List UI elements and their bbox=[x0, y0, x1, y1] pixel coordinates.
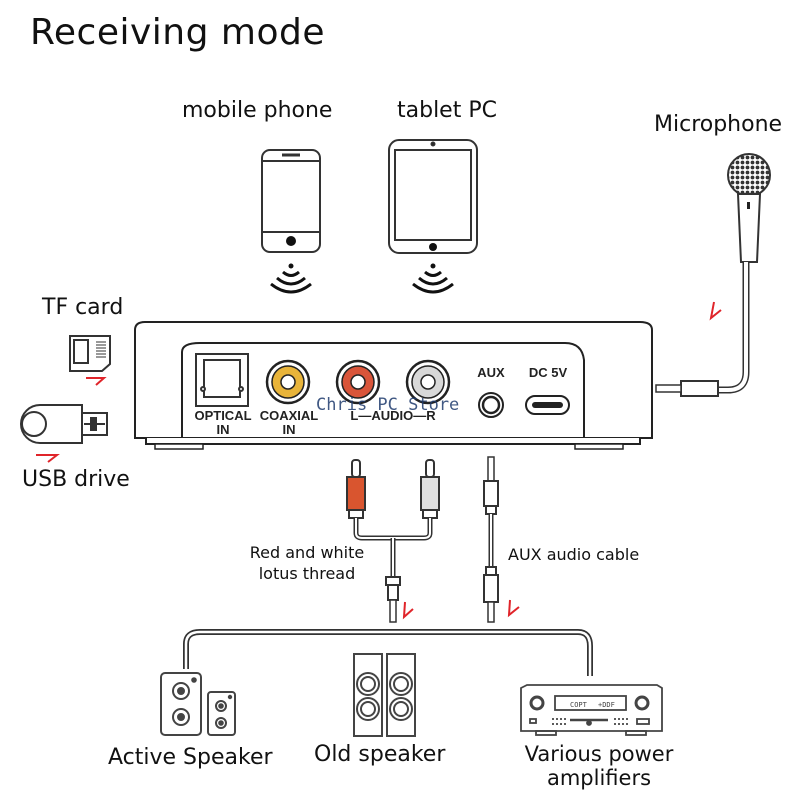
amplifier-label-line2: amplifiers bbox=[546, 766, 652, 790]
wireless-signal-icon bbox=[270, 263, 312, 294]
amp-display-left: COPT bbox=[570, 701, 588, 709]
usb-drive-label: USB drive bbox=[22, 467, 130, 492]
tablet-pc-label: tablet PC bbox=[397, 98, 497, 123]
page-title: Receiving mode bbox=[30, 12, 325, 53]
tf-card-label: TF card bbox=[42, 295, 124, 320]
arrow-icon bbox=[36, 454, 60, 463]
arrow-icon bbox=[402, 601, 414, 620]
mobile-phone-icon bbox=[261, 149, 321, 253]
active-speaker-label: Active Speaker bbox=[108, 745, 273, 770]
usb-drive-icon bbox=[20, 404, 108, 444]
audio-lr-label: L—AUDIO—R bbox=[350, 408, 436, 423]
output-connection-line bbox=[183, 629, 593, 676]
old-speaker-icon bbox=[353, 653, 416, 737]
amplifier-label: Various power amplifiers bbox=[506, 742, 692, 790]
arrow-icon bbox=[709, 301, 722, 321]
coaxial-in-port bbox=[265, 359, 311, 405]
amp-display-right: +DDF bbox=[598, 701, 615, 709]
rca-cable-label-line2: lotus thread bbox=[258, 564, 356, 583]
active-speaker-icon bbox=[160, 672, 236, 736]
microphone-label: Microphone bbox=[654, 112, 783, 137]
arrow-icon bbox=[507, 599, 520, 618]
receiver-device bbox=[134, 321, 653, 450]
tablet-icon bbox=[388, 139, 478, 254]
optical-label-line1: OPTICAL bbox=[194, 408, 252, 423]
amplifier-label-line1: Various power bbox=[524, 742, 674, 766]
wireless-signal-icon bbox=[412, 263, 454, 294]
old-speaker-label: Old speaker bbox=[314, 742, 446, 767]
coaxial-in-label: COAXIAL IN bbox=[258, 409, 320, 437]
audio-right-port bbox=[405, 359, 451, 405]
aux-label: AUX bbox=[477, 365, 505, 380]
microphone-icon bbox=[655, 153, 771, 397]
coaxial-label-line2: IN bbox=[282, 422, 296, 437]
mobile-phone-label: mobile phone bbox=[182, 98, 333, 123]
arrow-icon bbox=[86, 377, 107, 386]
tf-card-icon bbox=[69, 335, 111, 372]
aux-cable-label: AUX audio cable bbox=[508, 545, 640, 564]
optical-in-port bbox=[195, 353, 249, 407]
rca-cable bbox=[346, 459, 440, 623]
rca-cable-label-line1: Red and white bbox=[249, 543, 365, 562]
watermark: Chris PC Store bbox=[316, 395, 460, 415]
audio-left-port bbox=[335, 359, 381, 405]
optical-label-line2: IN bbox=[216, 422, 230, 437]
aux-cable bbox=[483, 456, 499, 623]
aux-port bbox=[478, 392, 504, 418]
power-amplifier-icon bbox=[520, 684, 663, 736]
dc-5v-label: DC 5V bbox=[528, 365, 568, 380]
dc-5v-port bbox=[525, 395, 570, 415]
rca-cable-label: Red and white lotus thread bbox=[246, 542, 368, 584]
optical-in-label: OPTICAL IN bbox=[192, 409, 254, 437]
coaxial-label-line1: COAXIAL bbox=[259, 408, 319, 423]
